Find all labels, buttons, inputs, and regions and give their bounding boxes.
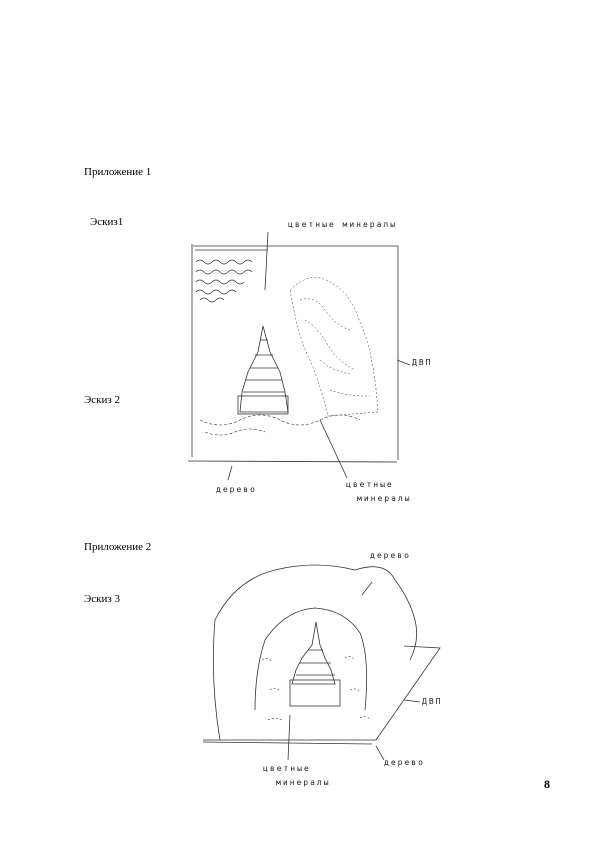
fig2-label-bottom-left-2: минералы — [276, 778, 331, 787]
page-number: 8 — [544, 777, 550, 791]
sketch-3-label: Эскиз 3 — [84, 593, 120, 605]
sketch-1-label: Эскиз1 — [90, 216, 124, 228]
fig1-label-bottom-right-1: цветные — [346, 480, 394, 489]
fig2-label-top-right: дерево — [370, 551, 411, 560]
fig1-label-bottom-right-2: минералы — [357, 494, 412, 503]
fig2-label-bottom-right: дерево — [384, 758, 425, 767]
appendix-2-heading: Приложение 2 — [84, 541, 152, 553]
fig1-label-right: ДВП — [412, 358, 433, 367]
fig1-label-bottom-left: дерево — [216, 485, 257, 494]
fig1-label-top: цветные минералы — [288, 220, 398, 229]
fig2-label-right: ДВП — [422, 697, 443, 706]
fig2-label-bottom-left-1: цветные — [263, 764, 311, 773]
sketch-2-label: Эскиз 2 — [84, 394, 120, 406]
appendix-1-heading: Приложение 1 — [84, 166, 152, 178]
